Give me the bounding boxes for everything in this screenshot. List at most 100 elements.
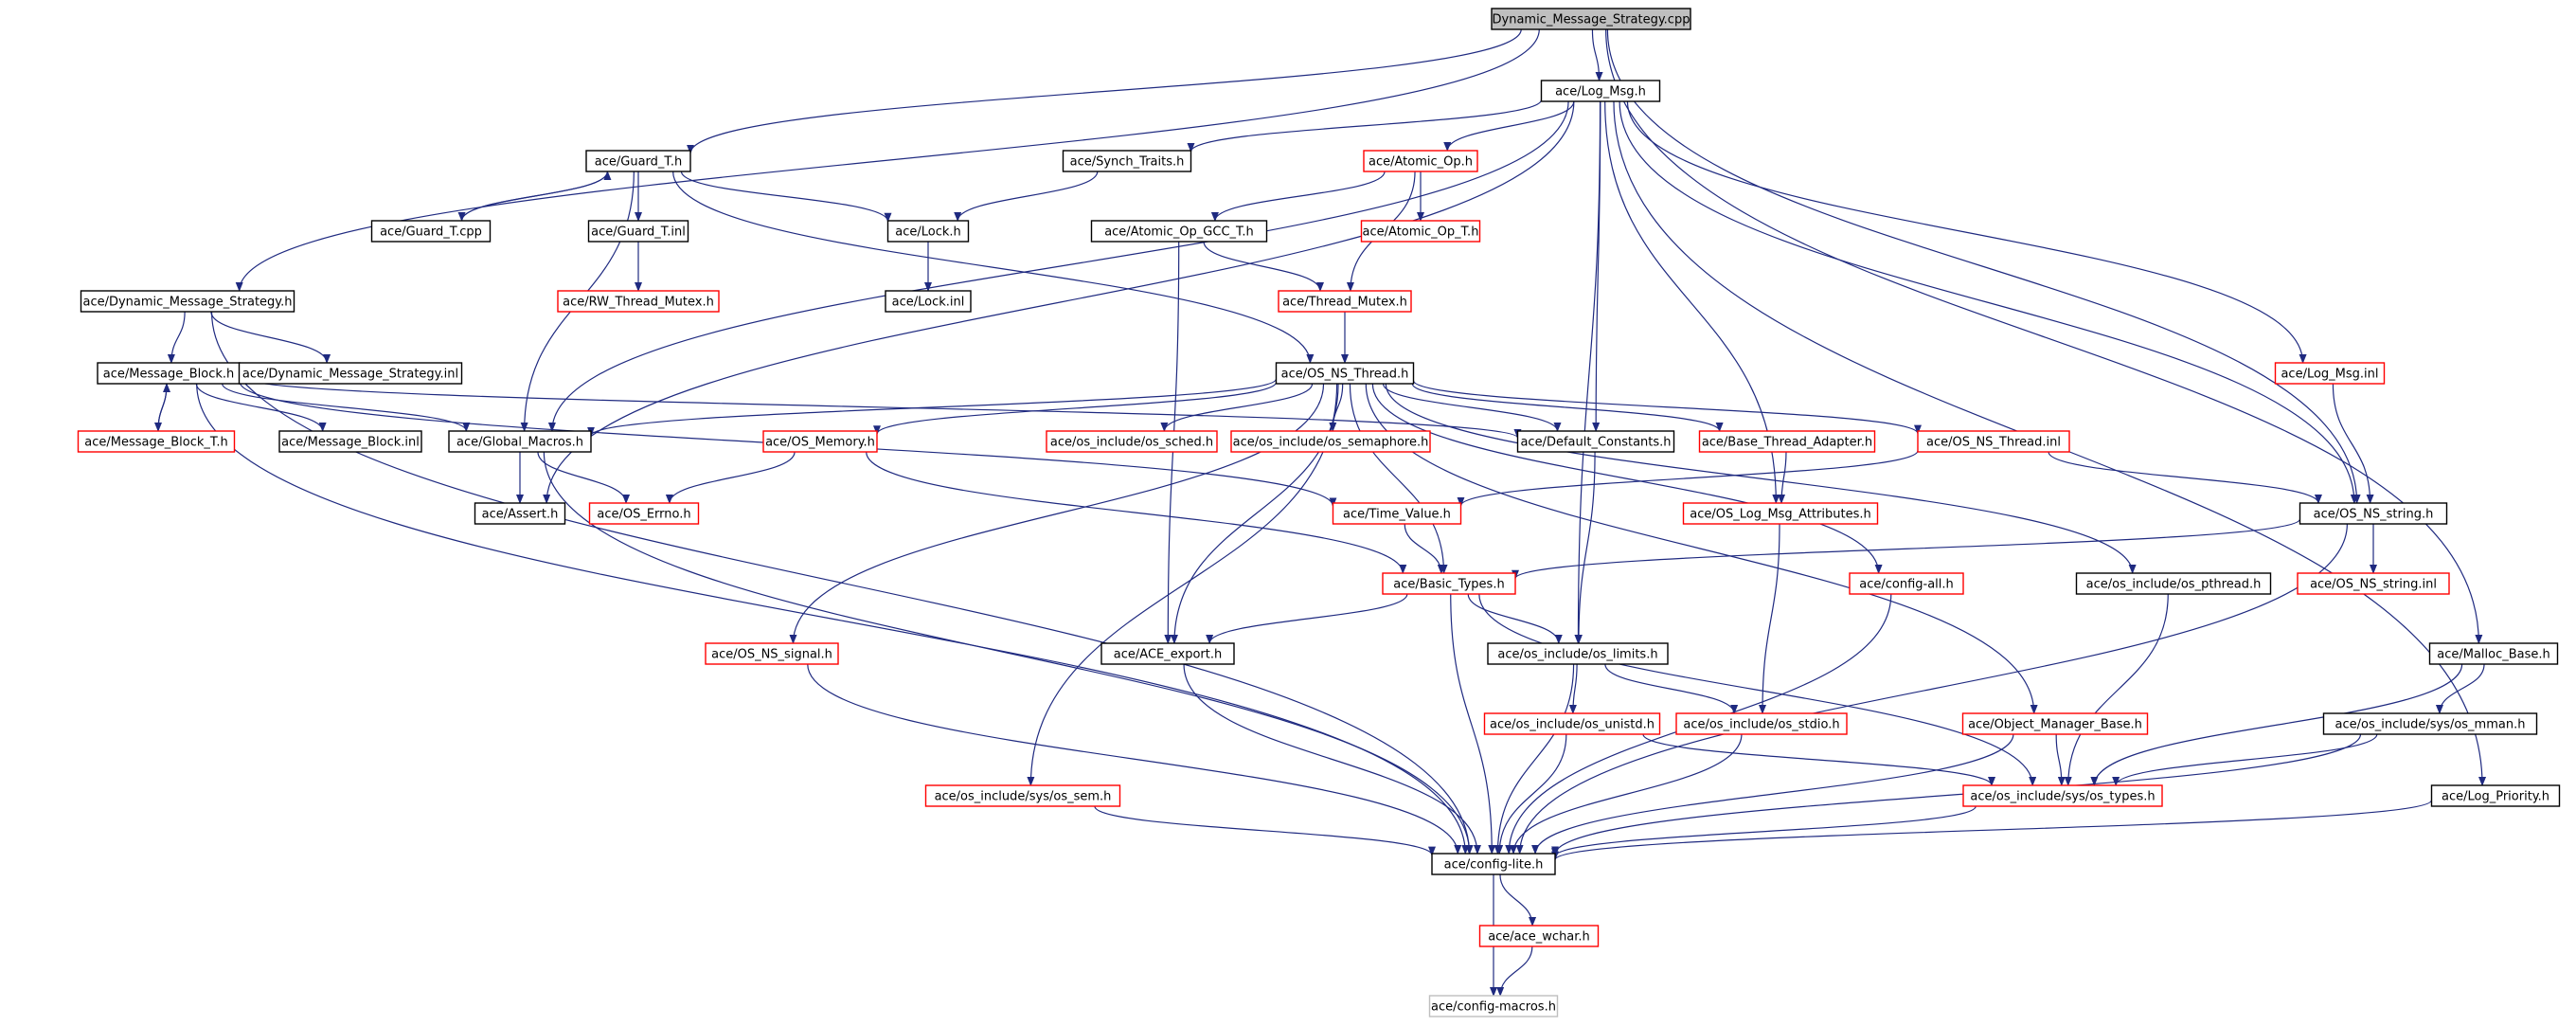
node-box[interactable]	[1090, 220, 1268, 243]
node-box[interactable]	[886, 220, 970, 243]
node-osnsthreadinl[interactable]: ace/OS_NS_Thread.inl	[1917, 430, 2070, 453]
node-box[interactable]	[1917, 430, 2070, 453]
node-box[interactable]	[1428, 995, 1559, 1017]
node-osnsstring[interactable]: ace/OS_NS_string.h	[2299, 502, 2448, 525]
node-box[interactable]	[1332, 502, 1462, 525]
node-osmemory[interactable]: ace/OS_Memory.h	[762, 430, 878, 453]
node-guardt[interactable]: ace/Guard_T.h	[585, 150, 691, 172]
node-box[interactable]	[1046, 430, 1218, 453]
node-box[interactable]	[370, 220, 492, 243]
node-dms[interactable]: ace/Dynamic_Message_Strategy.h	[80, 290, 295, 313]
node-box[interactable]	[1360, 220, 1481, 243]
node-box[interactable]	[1516, 430, 1675, 453]
node-box[interactable]	[1431, 853, 1556, 875]
node-box[interactable]	[2297, 572, 2450, 595]
node-box[interactable]	[2274, 362, 2386, 385]
node-box[interactable]	[588, 502, 700, 525]
node-box[interactable]	[1491, 8, 1691, 30]
node-aceexport[interactable]: ace/ACE_export.h	[1100, 642, 1235, 665]
node-basictypes[interactable]: ace/Basic_Types.h	[1382, 572, 1516, 595]
node-threadmutex[interactable]: ace/Thread_Mutex.h	[1278, 290, 1412, 313]
node-box[interactable]	[80, 290, 295, 313]
node-box[interactable]	[762, 430, 878, 453]
node-msgblockt[interactable]: ace/Message_Block_T.h	[77, 430, 236, 453]
node-box[interactable]	[1483, 712, 1661, 735]
node-lock[interactable]: ace/Lock.h	[886, 220, 970, 243]
node-msgblockinl[interactable]: ace/Message_Block.inl	[278, 430, 422, 453]
node-box[interactable]	[885, 290, 972, 313]
node-osmman[interactable]: ace/os_include/sys/os_mman.h	[2322, 712, 2538, 735]
node-box[interactable]	[77, 430, 236, 453]
node-box[interactable]	[1275, 362, 1415, 385]
node-box[interactable]	[2322, 712, 2538, 735]
node-box[interactable]	[585, 150, 691, 172]
node-box[interactable]	[2428, 642, 2559, 665]
node-osunistd[interactable]: ace/os_include/os_unistd.h	[1483, 712, 1661, 735]
node-box[interactable]	[1682, 502, 1879, 525]
node-box[interactable]	[1540, 80, 1661, 102]
node-box[interactable]	[238, 362, 463, 385]
node-box[interactable]	[2430, 784, 2561, 807]
node-rwmutex[interactable]: ace/RW_Thread_Mutex.h	[557, 290, 720, 313]
node-oslogmsgattr[interactable]: ace/OS_Log_Msg_Attributes.h	[1682, 502, 1879, 525]
node-ossemaphore[interactable]: ace/os_include/os_semaphore.h	[1230, 430, 1431, 453]
node-oserrno[interactable]: ace/OS_Errno.h	[588, 502, 700, 525]
node-atomicop[interactable]: ace/Atomic_Op.h	[1363, 150, 1478, 172]
node-box[interactable]	[557, 290, 720, 313]
node-configall[interactable]: ace/config-all.h	[1849, 572, 1964, 595]
node-box[interactable]	[278, 430, 422, 453]
node-box[interactable]	[1382, 572, 1516, 595]
node-mallocbase[interactable]: ace/Malloc_Base.h	[2428, 642, 2559, 665]
node-osstdio[interactable]: ace/os_include/os_stdio.h	[1675, 712, 1848, 735]
node-box[interactable]	[1487, 642, 1669, 665]
node-box[interactable]	[587, 220, 689, 243]
node-box[interactable]	[924, 784, 1121, 807]
node-box[interactable]	[1278, 290, 1412, 313]
node-ospthread[interactable]: ace/os_include/os_pthread.h	[2075, 572, 2272, 595]
node-osnssignal[interactable]: ace/OS_NS_signal.h	[705, 642, 839, 665]
node-osnsthread[interactable]: ace/OS_NS_Thread.h	[1275, 362, 1415, 385]
node-synchtraits[interactable]: ace/Synch_Traits.h	[1062, 150, 1192, 172]
node-assert[interactable]: ace/Assert.h	[474, 502, 566, 525]
node-dmsinl[interactable]: ace/Dynamic_Message_Strategy.inl	[238, 362, 463, 385]
node-logmsginl[interactable]: ace/Log_Msg.inl	[2274, 362, 2386, 385]
node-objmgrbase[interactable]: ace/Object_Manager_Base.h	[1961, 712, 2149, 735]
node-box[interactable]	[474, 502, 566, 525]
node-box[interactable]	[1961, 712, 2149, 735]
node-msgblock[interactable]: ace/Message_Block.h	[97, 362, 241, 385]
node-logpriority[interactable]: ace/Log_Priority.h	[2430, 784, 2561, 807]
node-logmsg[interactable]: ace/Log_Msg.h	[1540, 80, 1661, 102]
node-defconst[interactable]: ace/Default_Constants.h	[1516, 430, 1675, 453]
node-box[interactable]	[1962, 784, 2163, 807]
node-guardtcpp[interactable]: ace/Guard_T.cpp	[370, 220, 492, 243]
node-atomicopt[interactable]: ace/Atomic_Op_T.h	[1360, 220, 1481, 243]
node-ostypes[interactable]: ace/os_include/sys/os_types.h	[1962, 784, 2163, 807]
node-box[interactable]	[1675, 712, 1848, 735]
edge-mallocbase-to-osmman	[2435, 663, 2485, 714]
node-box[interactable]	[1100, 642, 1235, 665]
node-box[interactable]	[1698, 430, 1876, 453]
node-root[interactable]: Dynamic_Message_Strategy.cpp	[1491, 8, 1691, 30]
node-box[interactable]	[705, 642, 839, 665]
node-oslimits[interactable]: ace/os_include/os_limits.h	[1487, 642, 1669, 665]
node-globalmacros[interactable]: ace/Global_Macros.h	[448, 430, 592, 453]
node-box[interactable]	[2075, 572, 2272, 595]
node-atomicgcc[interactable]: ace/Atomic_Op_GCC_T.h	[1090, 220, 1268, 243]
node-configlite[interactable]: ace/config-lite.h	[1431, 853, 1556, 875]
node-ossched[interactable]: ace/os_include/os_sched.h	[1046, 430, 1218, 453]
node-box[interactable]	[1363, 150, 1478, 172]
node-lockinl[interactable]: ace/Lock.inl	[885, 290, 972, 313]
node-guardtinl[interactable]: ace/Guard_T.inl	[587, 220, 689, 243]
node-configmacros[interactable]: ace/config-macros.h	[1428, 995, 1559, 1017]
node-timevalue[interactable]: ace/Time_Value.h	[1332, 502, 1462, 525]
node-box[interactable]	[1478, 925, 1600, 947]
node-box[interactable]	[448, 430, 592, 453]
node-box[interactable]	[1849, 572, 1964, 595]
node-box[interactable]	[1062, 150, 1192, 172]
node-box[interactable]	[1230, 430, 1431, 453]
node-osnsstringinl[interactable]: ace/OS_NS_string.inl	[2297, 572, 2450, 595]
node-basethread[interactable]: ace/Base_Thread_Adapter.h	[1698, 430, 1876, 453]
node-acewchar[interactable]: ace/ace_wchar.h	[1478, 925, 1600, 947]
node-box[interactable]	[2299, 502, 2448, 525]
node-ossem[interactable]: ace/os_include/sys/os_sem.h	[924, 784, 1121, 807]
